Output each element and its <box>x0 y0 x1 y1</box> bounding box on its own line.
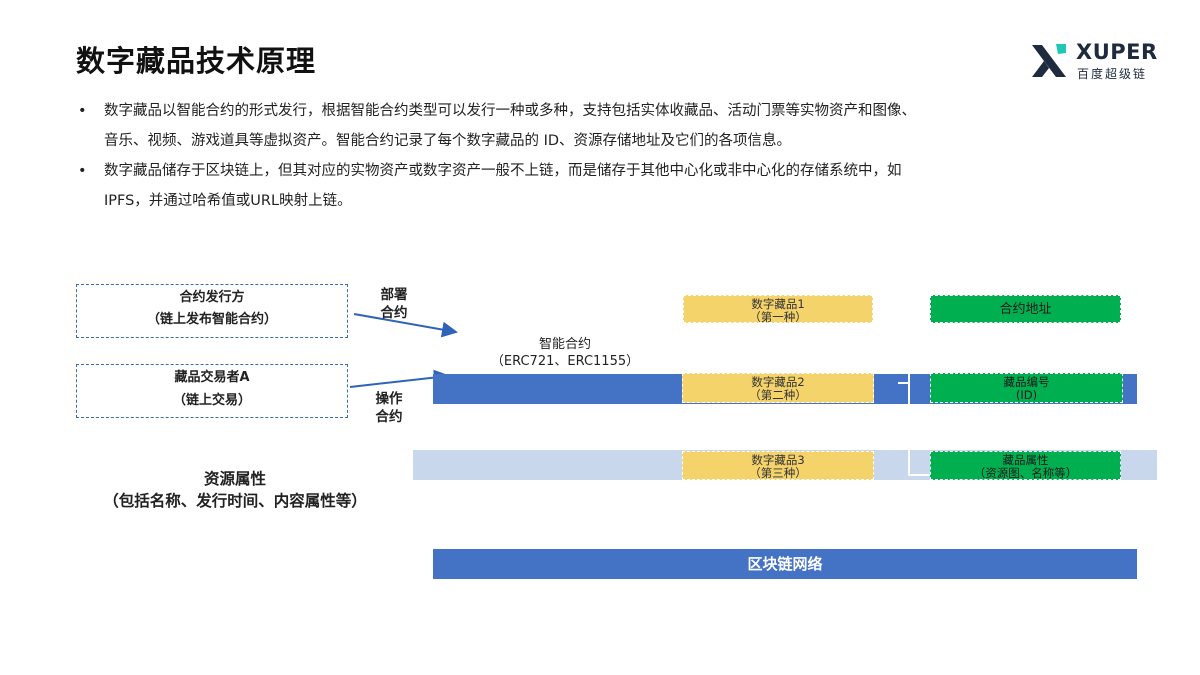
bullet-list: 数字藏品以智能合约的形式发行，根据智能合约类型可以发行一种或多种，支持包括实体收… <box>76 96 1116 216</box>
xuper-logo: XUPER 百度超级链 <box>1030 40 1160 82</box>
collectible-2: 数字藏品2 （第二种） <box>682 373 874 403</box>
actor-collectible-trader: 藏品交易者A （链上交易） <box>76 364 348 418</box>
arrow-label-operate: 操作 合约 <box>375 391 403 425</box>
bracket-tick <box>898 382 908 384</box>
bullet-item: 数字藏品以智能合约的形式发行，根据智能合约类型可以发行一种或多种，支持包括实体收… <box>76 96 1116 156</box>
logo-subtitle: 百度超级链 <box>1077 67 1148 81</box>
bracket-line <box>908 374 910 404</box>
xuper-x-mark-icon <box>1032 44 1066 77</box>
page-title: 数字藏品技术原理 <box>76 44 317 78</box>
arrow-label-deploy: 部署 合约 <box>380 287 408 321</box>
bracket-tick <box>908 474 930 476</box>
blockchain-network-bar: 区块链网络 <box>433 549 1137 579</box>
actor-contract-issuer: 合约发行方 （链上发布智能合约） <box>76 284 348 338</box>
collectible-1: 数字藏品1 （第一种） <box>683 295 873 324</box>
bracket-line <box>908 450 910 476</box>
logo-brand: XUPER <box>1076 40 1158 64</box>
field-collectible-attributes: 藏品属性 （资源图、名称等） <box>930 451 1121 480</box>
resource-attribute-label: 资源属性 （包括名称、发行时间、内容属性等） <box>103 470 367 510</box>
field-collectible-id: 藏品编号 (ID) <box>930 373 1123 403</box>
collectible-3: 数字藏品3 （第三种） <box>682 451 874 480</box>
field-contract-address: 合约地址 <box>930 295 1121 323</box>
bullet-item: 数字藏品储存于区块链上，但其对应的实物资产或数字资产一般不上链，而是储存于其他中… <box>76 156 1116 216</box>
smart-contract-label: 智能合约 （ERC721、ERC1155） <box>490 337 640 369</box>
